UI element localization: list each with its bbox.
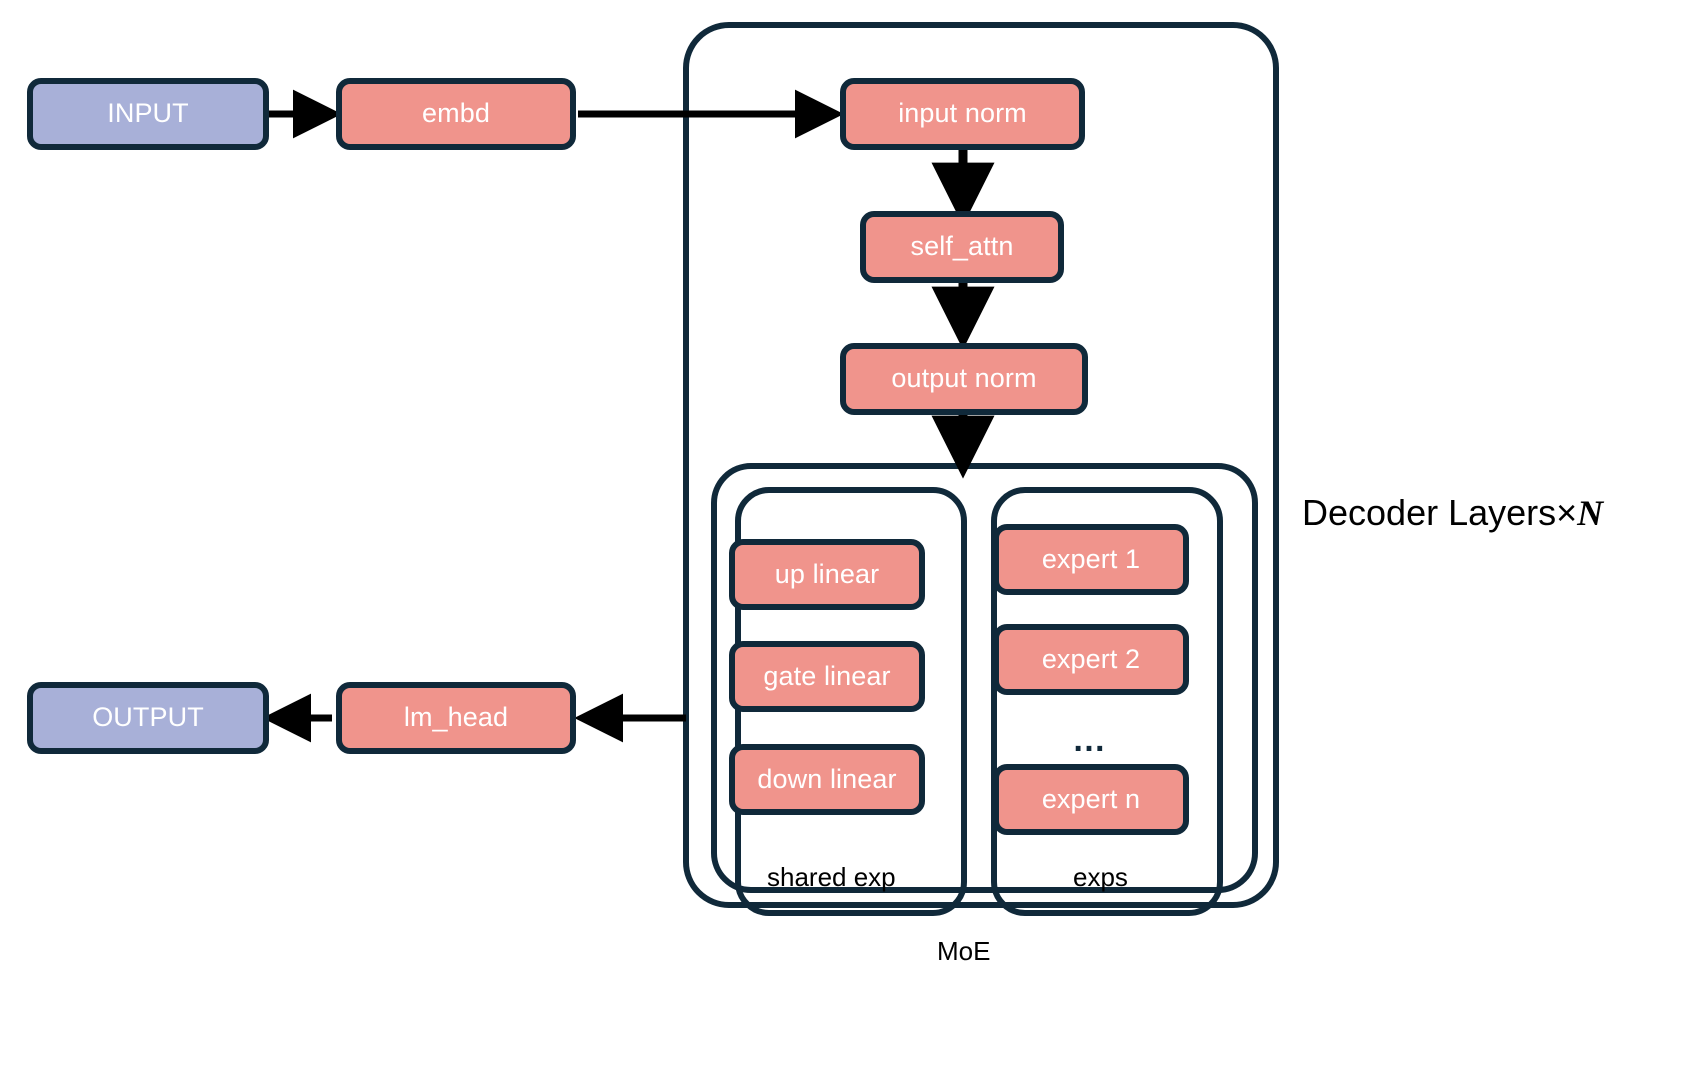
label-decoder-layers-n: N	[1577, 493, 1604, 533]
node-gate-linear[interactable]: gate linear	[729, 641, 925, 712]
node-up-linear[interactable]: up linear	[729, 539, 925, 610]
node-output-norm-label: output norm	[891, 363, 1037, 394]
group-decoder-layers	[683, 22, 1279, 908]
node-embd-label: embd	[422, 98, 490, 129]
group-exps	[991, 487, 1223, 916]
experts-ellipsis-glyph: …	[1072, 721, 1108, 759]
label-decoder-layers: Decoder Layers×N	[1302, 492, 1604, 533]
node-down-linear[interactable]: down linear	[729, 744, 925, 815]
caption-moe-label: MoE	[937, 936, 991, 966]
caption-moe: MoE	[937, 938, 990, 964]
node-expert-2[interactable]: expert 2	[993, 624, 1189, 695]
node-expert-n-label: expert n	[1041, 783, 1141, 814]
node-lm-head-label: lm_head	[403, 702, 509, 733]
node-lm-head[interactable]: lm_head	[336, 682, 576, 754]
caption-exps: exps	[1073, 864, 1128, 890]
node-down-linear-label: down linear	[757, 763, 897, 794]
node-expert-1-label: expert 1	[1041, 543, 1141, 574]
node-self-attn[interactable]: self_attn	[860, 211, 1064, 283]
node-output[interactable]: OUTPUT	[27, 682, 269, 754]
caption-exps-label: exps	[1073, 862, 1128, 892]
node-expert-1[interactable]: expert 1	[993, 524, 1189, 595]
node-up-linear-label: up linear	[774, 558, 880, 589]
node-input-norm-label: input norm	[898, 98, 1027, 129]
node-input-norm[interactable]: input norm	[840, 78, 1085, 150]
experts-ellipsis: …	[1072, 723, 1108, 757]
node-self-attn-label: self_attn	[910, 231, 1014, 262]
node-input-label: INPUT	[107, 98, 189, 129]
node-expert-2-label: expert 2	[1041, 643, 1141, 674]
label-decoder-layers-text: Decoder Layers×	[1302, 492, 1578, 533]
node-expert-n[interactable]: expert n	[993, 764, 1189, 835]
caption-shared-exp-label: shared exp	[767, 862, 896, 892]
node-output-label: OUTPUT	[92, 702, 204, 733]
node-gate-linear-label: gate linear	[763, 660, 891, 691]
node-embd[interactable]: embd	[336, 78, 576, 150]
node-input[interactable]: INPUT	[27, 78, 269, 150]
node-output-norm[interactable]: output norm	[840, 343, 1088, 415]
caption-shared-exp: shared exp	[767, 864, 896, 890]
